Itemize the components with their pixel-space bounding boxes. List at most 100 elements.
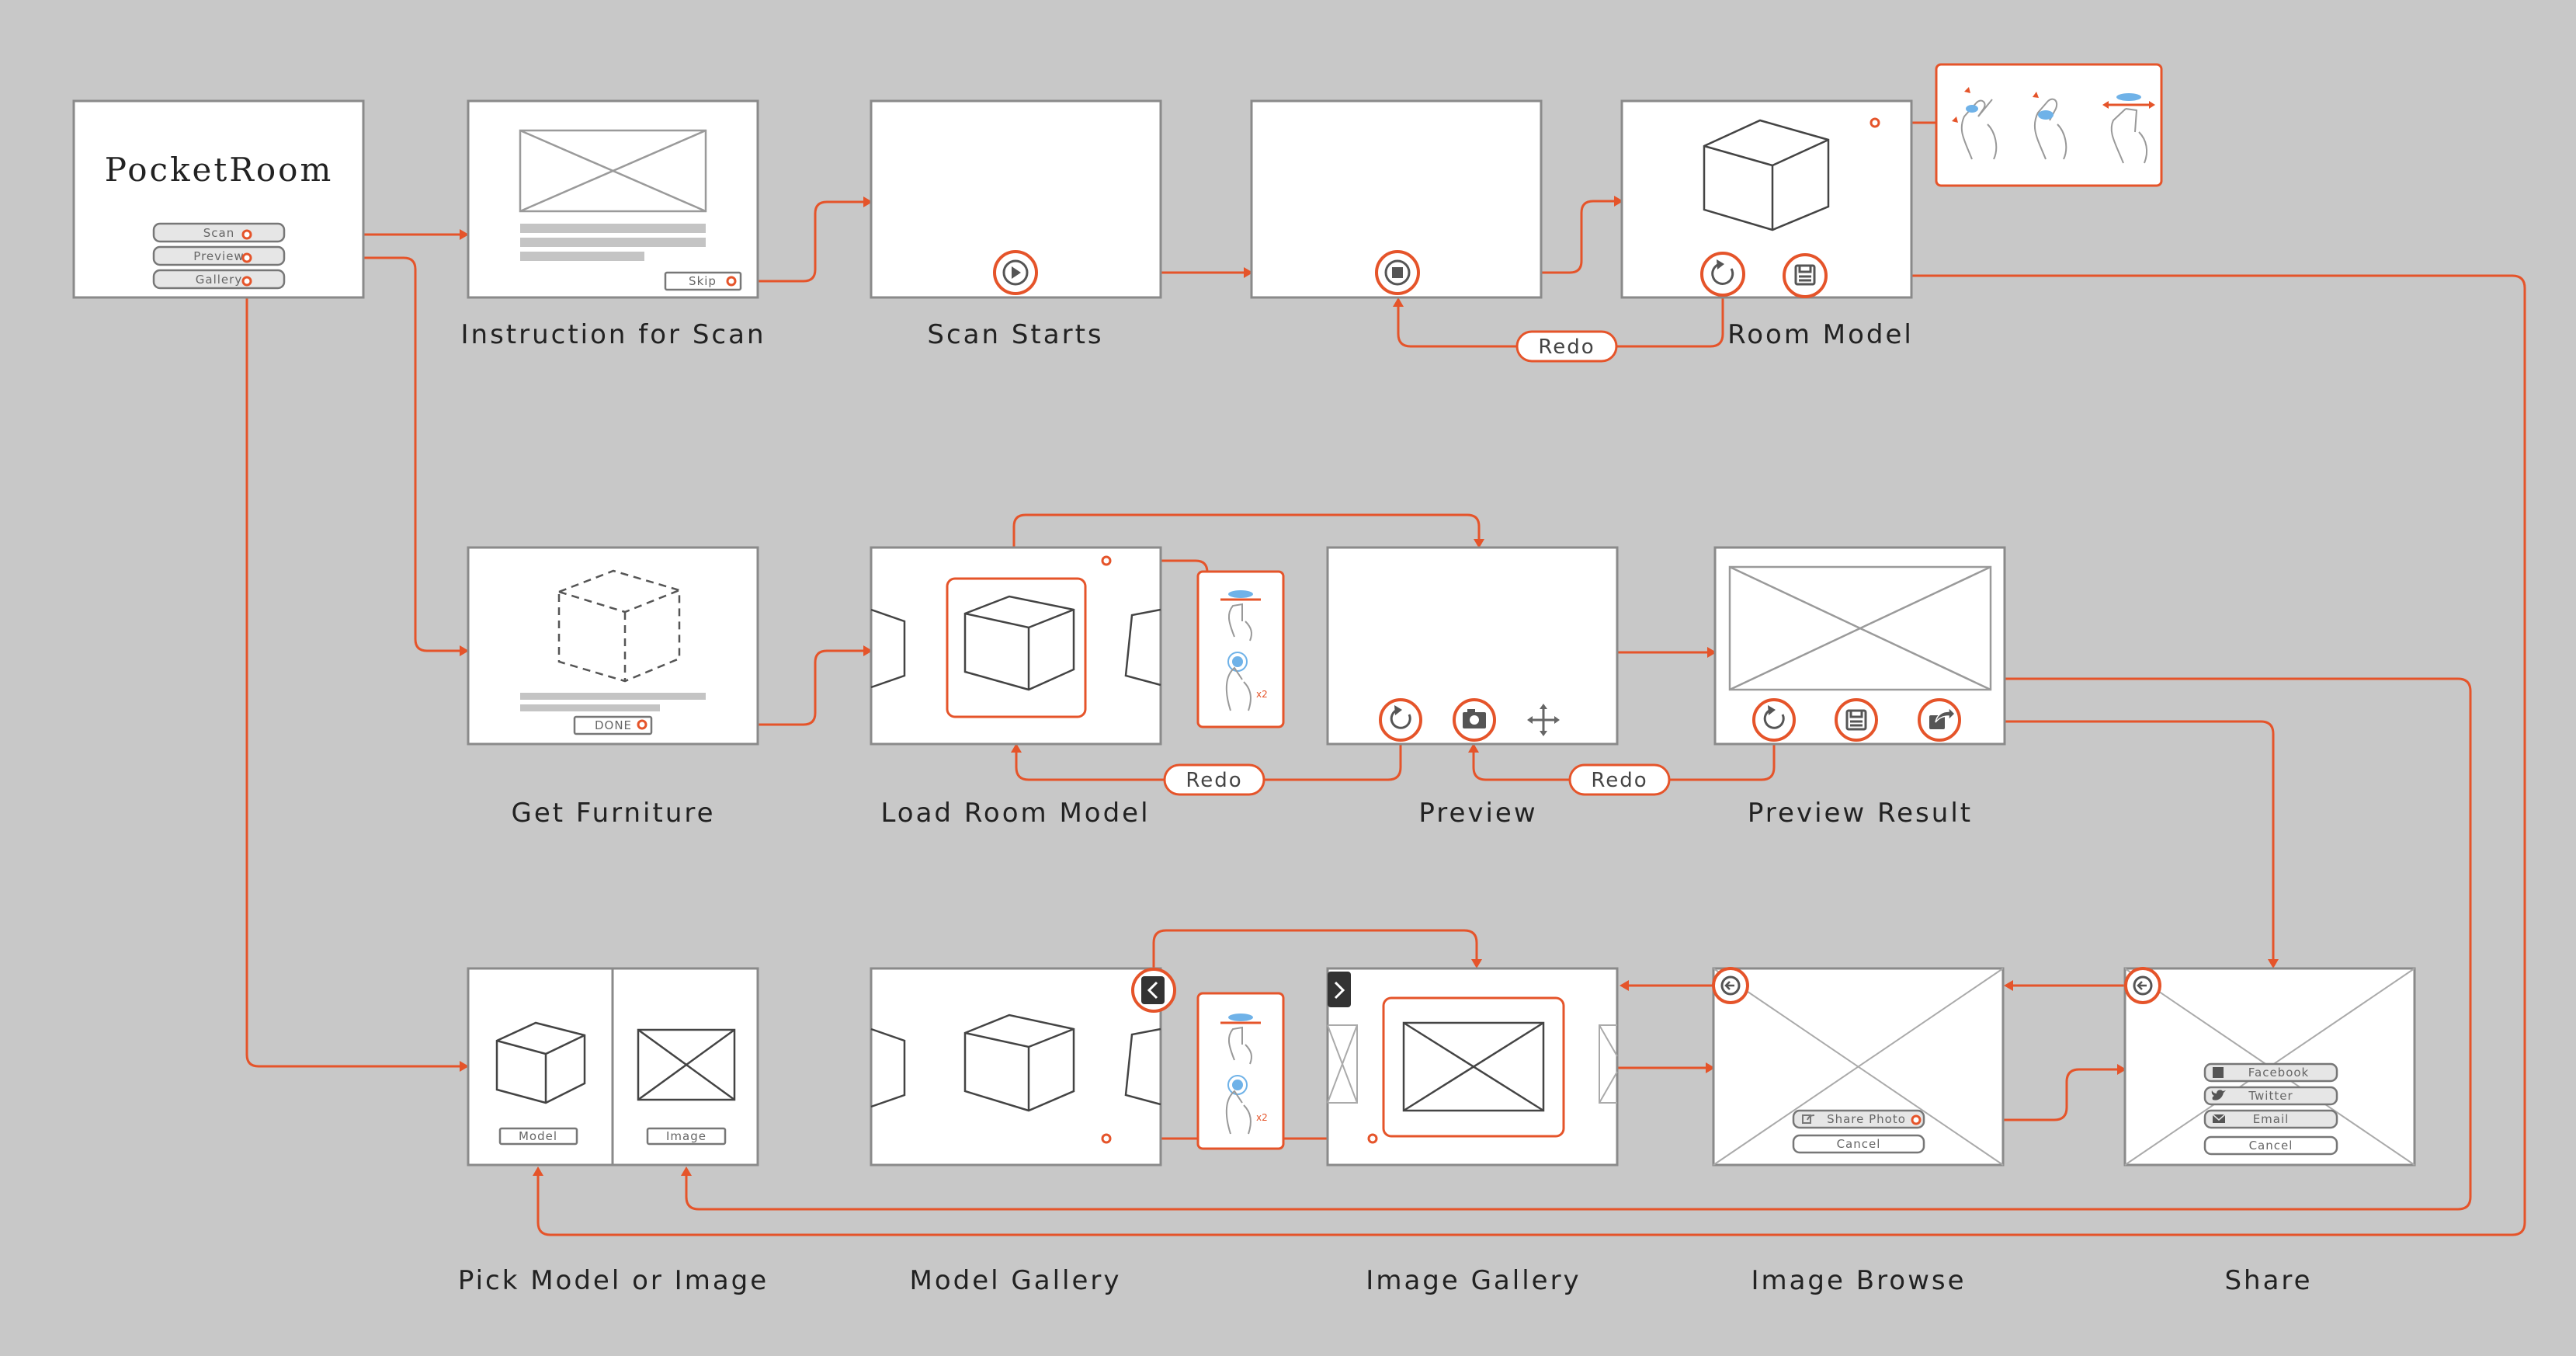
arrow-head	[1706, 1062, 1715, 1073]
browse-cancel-button[interactable]	[1792, 1134, 1925, 1154]
dashed-cube-icon	[557, 569, 681, 683]
skip-button[interactable]	[664, 271, 742, 291]
twitter-icon	[2211, 1090, 2226, 1100]
gesture-popup-frame	[1196, 570, 1285, 728]
stop-icon	[1392, 267, 1403, 278]
screen-home: PocketRoom Scan Preview Gallery	[72, 99, 365, 299]
arrow-head	[681, 1167, 692, 1176]
preview-redo-label: Redo	[1591, 769, 1647, 792]
arrow-head	[863, 645, 873, 656]
email-button[interactable]	[2203, 1109, 2338, 1129]
room-redo-label: Redo	[1538, 336, 1595, 359]
redo-icon-arrow	[1768, 705, 1776, 715]
caption-preview-result: Preview Result	[1748, 798, 1973, 829]
room-gesture-popup	[1935, 63, 2163, 187]
text-line	[520, 704, 660, 711]
swipe-gesture-icon	[1220, 590, 1261, 641]
skip-button-label: Skip	[689, 274, 717, 288]
screen-model-gallery	[870, 967, 1176, 1167]
side-image-left	[1327, 1024, 1358, 1104]
arrowheads	[460, 196, 2279, 1176]
share-small-icon	[1802, 1114, 1815, 1124]
swipe-gesture-icon	[2102, 93, 2155, 164]
preview-redo-pill	[1568, 763, 1671, 796]
preview-button[interactable]	[152, 245, 286, 266]
scan-button[interactable]	[152, 222, 286, 243]
arrow-head	[1471, 959, 1482, 968]
gallery-button[interactable]	[152, 269, 286, 290]
chevron-left-icon	[1147, 981, 1158, 1000]
double-tap-label: x2	[1256, 689, 1268, 700]
arrow-head	[1011, 743, 1022, 753]
back-arrow-icon	[2137, 981, 2147, 990]
connector-save-to-pick-model	[536, 274, 2526, 1236]
preview-button-label: Preview	[193, 249, 244, 263]
rotate-gesture-icon	[1952, 87, 1998, 160]
browse-cancel-label: Cancel	[1837, 1137, 1881, 1151]
result-redo-button[interactable]	[1752, 698, 1796, 742]
facebook-button[interactable]	[2203, 1062, 2338, 1083]
screen-share: Facebook Twitter Email Cancel	[2123, 967, 2416, 1167]
gallery-button-label: Gallery	[196, 273, 242, 287]
done-connector-dot	[637, 719, 647, 730]
screen-get-furniture: DONE	[467, 546, 759, 746]
screen-instruction-for-scan: Skip	[467, 99, 759, 299]
caption-pick-model-or-image: Pick Model or Image	[458, 1265, 769, 1296]
twitter-button[interactable]	[2203, 1086, 2338, 1106]
arrow-head	[1468, 743, 1479, 753]
arrow-head	[2117, 1064, 2126, 1075]
redo-icon-arrow	[1717, 259, 1724, 269]
screen-image-browse: Share Photo Cancel	[1712, 967, 2005, 1167]
text-line	[520, 238, 706, 247]
gesture-connector-dot	[1101, 1133, 1112, 1144]
skip-connector-dot	[726, 276, 737, 287]
screen-scanning	[1250, 99, 1543, 299]
preview-redo-button[interactable]	[1379, 698, 1422, 742]
gesture-connector-dot	[1870, 117, 1880, 128]
redo-button[interactable]	[1700, 252, 1745, 297]
caption-get-furniture: Get Furniture	[511, 798, 715, 829]
arrow-head	[460, 645, 469, 656]
connector-share-photo	[1916, 1068, 2123, 1121]
email-label: Email	[2253, 1112, 2290, 1126]
done-button[interactable]	[573, 715, 653, 735]
instruction-frame	[467, 99, 759, 299]
text-line	[520, 693, 706, 700]
screen-preview-result	[1713, 546, 2006, 746]
image-button-label: Image	[666, 1129, 706, 1143]
swipe-gesture-icon	[1220, 1014, 1261, 1065]
back-arrow-icon	[1724, 981, 1734, 990]
stop-icon-ring	[1384, 259, 1411, 286]
redo-icon-arrow	[1394, 705, 1402, 715]
room-model-frame	[1620, 99, 1913, 299]
camera-icon	[1463, 709, 1486, 728]
model-button[interactable]	[498, 1127, 578, 1146]
connector-load-to-preview	[1012, 513, 1481, 579]
arrow-head	[1620, 980, 1629, 991]
share-photo-button[interactable]	[1792, 1109, 1925, 1129]
facebook-label: Facebook	[2248, 1066, 2309, 1080]
next-gallery-tab	[1141, 976, 1165, 1004]
screen-scan-starts	[870, 99, 1162, 299]
arrow-head	[460, 229, 469, 240]
cube-icon	[1703, 119, 1830, 231]
share-cancel-button[interactable]	[2203, 1135, 2338, 1156]
image-placeholder	[1728, 565, 1992, 691]
side-cube-left	[870, 1027, 906, 1108]
image-button[interactable]	[646, 1127, 727, 1146]
screen-preview	[1326, 546, 1619, 746]
connector-skip-to-scan	[731, 200, 870, 283]
connector-gallery-to-pick	[245, 281, 466, 1068]
arrow-head	[1707, 647, 1717, 658]
scan-connector-dot	[241, 229, 252, 240]
email-icon-flap	[2212, 1114, 2226, 1121]
caption-scan-starts: Scan Starts	[927, 319, 1103, 350]
room-redo-pill	[1515, 330, 1618, 363]
prev-gallery-tab[interactable]	[1328, 972, 1351, 1007]
caption-room-model: Room Model	[1727, 319, 1914, 350]
selected-room-card[interactable]	[946, 577, 1087, 718]
load-redo-pill	[1163, 763, 1265, 796]
result-save-button[interactable]	[1835, 698, 1878, 742]
cube-icon	[963, 1014, 1075, 1112]
